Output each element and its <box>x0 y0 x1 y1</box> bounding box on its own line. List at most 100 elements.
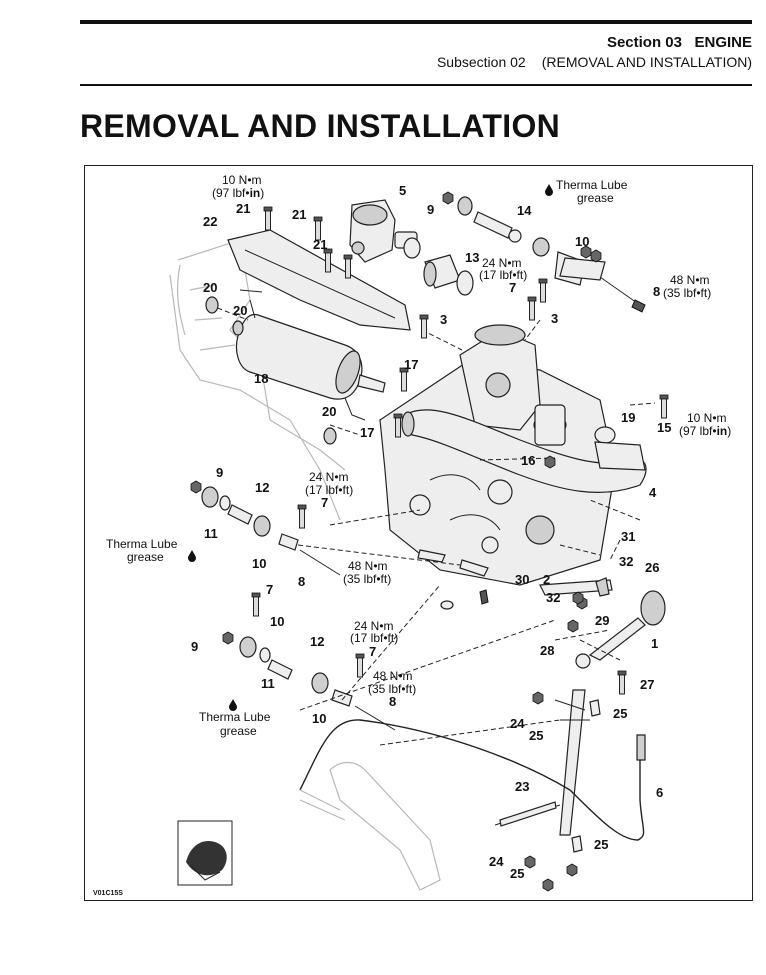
callout-15: 15 <box>657 420 671 435</box>
dashed-guide-lines <box>209 304 656 746</box>
figure-frame <box>84 165 753 901</box>
lube-note-top-line1: Therma Lube <box>556 178 628 192</box>
torque-7b-imperial: (17 lbf•ft) <box>350 631 398 645</box>
exhaust-bracket <box>559 257 606 281</box>
torque-8b-imperial: (35 lbf•ft) <box>343 572 391 586</box>
section-name: ENGINE <box>694 34 752 51</box>
callout-21: 21 <box>236 201 250 216</box>
brake-pedal-outline <box>299 761 441 891</box>
torque-13-nm: 24 N•m <box>482 256 522 270</box>
lube-note-bottom-line1: Therma Lube <box>199 710 271 724</box>
callout-17: 17 <box>404 357 418 372</box>
torque-8c-nm: 48 N•m <box>373 669 413 683</box>
callout-7: 7 <box>266 582 273 597</box>
subsection-heading: Subsection 02 (REMOVAL AND INSTALLATION) <box>437 54 752 70</box>
torque-specs: 10 N•m (97 lbf•in) 24 N•m (17 lbf•ft) 48… <box>212 173 731 696</box>
callout-16: 16 <box>521 453 535 468</box>
callout-25: 25 <box>613 706 627 721</box>
callout-20: 20 <box>203 280 217 295</box>
callout-17: 17 <box>360 425 374 440</box>
callout-22: 22 <box>203 214 217 229</box>
callout-10: 10 <box>270 614 284 629</box>
lube-note-left-line2: grease <box>127 550 164 564</box>
section-label: Section 03 <box>606 34 682 51</box>
torque-21-imperial: (97 lbf•in) <box>212 186 264 200</box>
torque-13-imperial: (17 lbf•ft) <box>479 268 527 282</box>
callout-10: 10 <box>575 234 589 249</box>
torque-8c-imperial: (35 lbf•ft) <box>368 682 416 696</box>
callout-13: 13 <box>465 250 479 265</box>
intake-adaptor <box>403 237 474 296</box>
exhaust-heat-shield <box>227 229 411 331</box>
callout-24: 24 <box>489 854 504 869</box>
callout-7: 7 <box>321 495 328 510</box>
callout-2: 2 <box>543 572 550 587</box>
torque-7a-nm: 24 N•m <box>309 470 349 484</box>
callout-7: 7 <box>369 644 376 659</box>
inset-icon <box>177 820 233 886</box>
callout-3: 3 <box>551 311 558 326</box>
torque-8b-nm: 48 N•m <box>348 559 388 573</box>
lube-note-top-line2: grease <box>577 191 614 205</box>
callout-9: 9 <box>216 465 223 480</box>
callout-6: 6 <box>656 785 663 800</box>
callout-5: 5 <box>399 183 406 198</box>
callout-21: 21 <box>292 207 306 222</box>
callout-32: 32 <box>619 554 633 569</box>
torque-21-nm: 10 N•m <box>222 173 262 187</box>
callout-12: 12 <box>255 480 269 495</box>
callout-8: 8 <box>298 574 305 589</box>
tuned-pipe <box>401 409 647 494</box>
callout-1: 1 <box>651 636 658 651</box>
callout-9: 9 <box>427 202 434 217</box>
engine-mount-assemblies <box>201 486 396 731</box>
header-top-rule <box>80 20 752 24</box>
shifter-lever <box>539 577 666 669</box>
callout-31: 31 <box>621 529 635 544</box>
callout-12: 12 <box>310 634 324 649</box>
callout-3: 3 <box>440 312 447 327</box>
link-rod <box>494 801 561 827</box>
header-bottom-rule <box>80 84 752 86</box>
lube-note-bottom-line2: grease <box>220 724 257 738</box>
callout-28: 28 <box>540 643 554 658</box>
callout-10: 10 <box>312 711 326 726</box>
callout-24: 24 <box>510 716 525 731</box>
callout-20: 20 <box>322 404 336 419</box>
torque-8a-nm: 48 N•m <box>670 273 710 287</box>
section-heading: Section 03 ENGINE <box>607 34 752 51</box>
callout-10: 10 <box>252 556 266 571</box>
callout-29: 29 <box>595 613 609 628</box>
subsection-name: (REMOVAL AND INSTALLATION) <box>541 54 752 70</box>
torque-7a-imperial: (17 lbf•ft) <box>305 483 353 497</box>
torque-15-nm: 10 N•m <box>687 411 727 425</box>
part-callouts: 5 9 14 21 21 21 22 20 20 20 13 10 7 8 3 … <box>191 183 671 881</box>
callout-11: 11 <box>261 676 275 691</box>
callout-8: 8 <box>653 284 660 299</box>
shift-cable <box>299 719 646 841</box>
callout-27: 27 <box>640 677 654 692</box>
callout-9: 9 <box>191 639 198 654</box>
shift-rod <box>554 689 590 836</box>
callout-19: 19 <box>621 410 635 425</box>
callout-18: 18 <box>254 371 268 386</box>
callout-21: 21 <box>313 237 327 252</box>
torque-15-imperial: (97 lbf•in) <box>679 424 731 438</box>
callout-25: 25 <box>594 837 608 852</box>
lube-note-left-line1: Therma Lube <box>106 537 178 551</box>
callout-14: 14 <box>517 203 532 218</box>
callout-32: 32 <box>546 590 560 605</box>
torque-7b-nm: 24 N•m <box>354 619 394 633</box>
callout-26: 26 <box>645 560 659 575</box>
callout-25: 25 <box>529 728 543 743</box>
callout-11: 11 <box>204 526 218 541</box>
torque-8a-imperial: (35 lbf•ft) <box>663 286 711 300</box>
page-title: REMOVAL AND INSTALLATION <box>80 108 561 144</box>
callout-25: 25 <box>510 866 524 881</box>
callout-7: 7 <box>509 280 516 295</box>
callout-23: 23 <box>515 779 529 794</box>
callout-20: 20 <box>233 303 247 318</box>
callout-30: 30 <box>515 572 529 587</box>
subsection-label: Subsection 02 <box>436 54 526 70</box>
